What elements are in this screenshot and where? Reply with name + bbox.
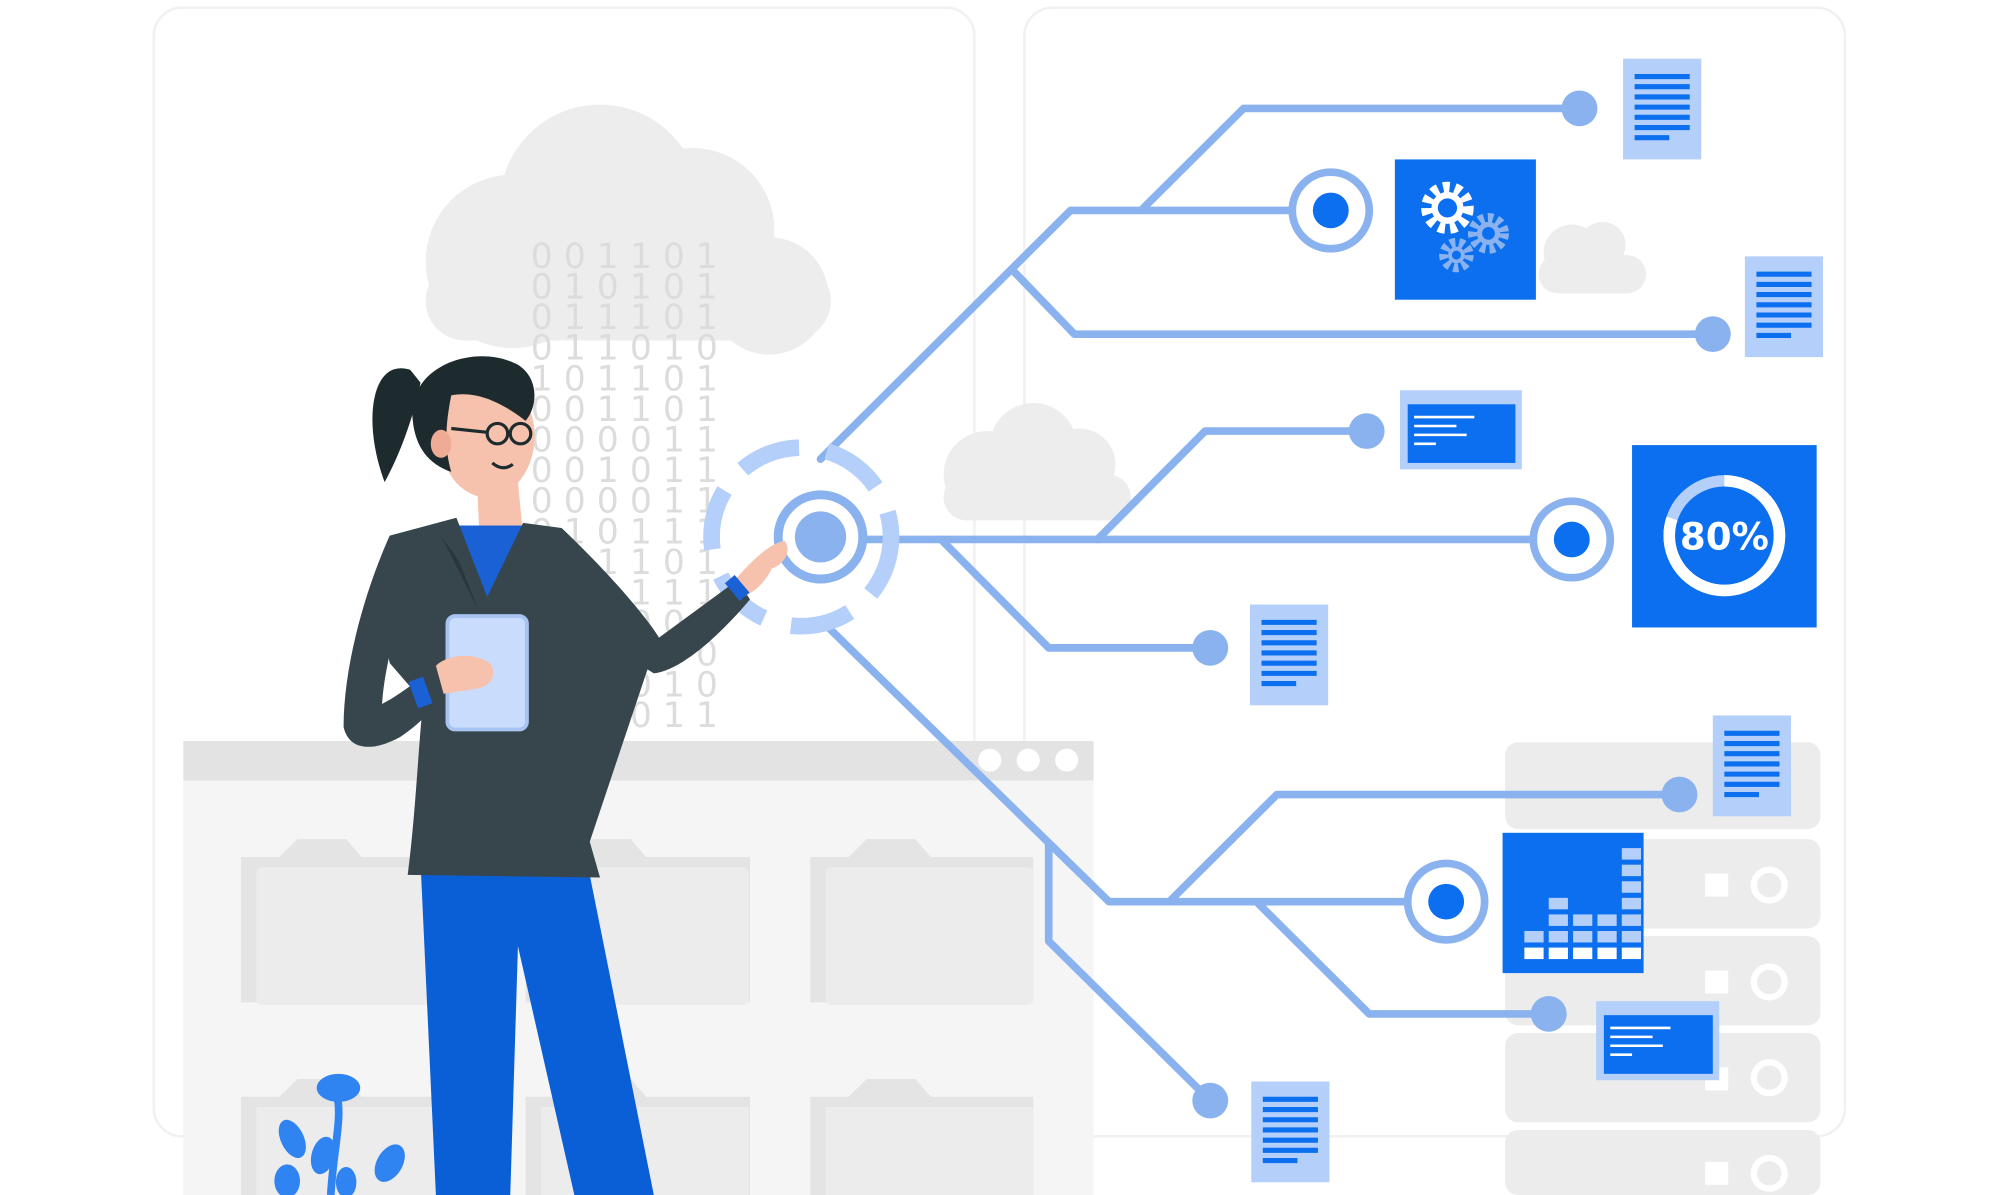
binary-row: 0 0 1 1 0 1 bbox=[531, 390, 718, 430]
equalizer-bars-icon bbox=[1524, 848, 1642, 960]
small-cloud-icon bbox=[943, 403, 1131, 521]
equalizer-bar bbox=[1524, 931, 1544, 960]
folder-icon bbox=[810, 1078, 1034, 1195]
binary-row: 0 0 1 1 0 1 bbox=[531, 237, 718, 277]
binary-row: 0 0 1 0 1 1 bbox=[531, 451, 718, 491]
code-window-icon bbox=[1400, 390, 1522, 470]
network-node bbox=[1694, 316, 1731, 352]
central-touch-node bbox=[703, 439, 900, 635]
cloud-icon bbox=[425, 104, 831, 355]
tiny-cloud-icon bbox=[1538, 221, 1647, 294]
equalizer-bar bbox=[1573, 914, 1593, 960]
pants bbox=[420, 862, 654, 1195]
binary-row: 0 0 0 0 1 1 bbox=[531, 482, 718, 522]
network-node bbox=[1192, 630, 1229, 666]
hand-right bbox=[733, 540, 788, 597]
code-window-icon bbox=[1596, 1001, 1720, 1081]
bar-chart-panel bbox=[1502, 832, 1644, 974]
document-icon bbox=[1712, 715, 1792, 817]
network-node bbox=[1192, 1082, 1229, 1119]
network-lines bbox=[816, 104, 1717, 1105]
woman-figure bbox=[343, 356, 788, 1195]
document-icon bbox=[1251, 1081, 1330, 1183]
gear-icon bbox=[1439, 237, 1474, 273]
equalizer-bar bbox=[1621, 848, 1642, 960]
network-hub-node bbox=[1288, 168, 1374, 253]
network-hub-node bbox=[1403, 859, 1489, 944]
network-node bbox=[1530, 996, 1567, 1032]
document-icon bbox=[1623, 58, 1702, 160]
equalizer-bar bbox=[1548, 897, 1568, 960]
gear-icon bbox=[1421, 181, 1474, 235]
network-node bbox=[1348, 413, 1385, 449]
glasses-icon bbox=[451, 421, 533, 446]
binary-row: 1 0 1 1 0 1 bbox=[531, 359, 718, 399]
settings-panel bbox=[1394, 159, 1536, 300]
document-icon bbox=[1250, 604, 1329, 706]
network-node bbox=[1561, 90, 1598, 127]
gear-icon bbox=[1467, 212, 1509, 254]
progress-gauge-panel: 80% bbox=[1632, 445, 1817, 628]
gauge-arc bbox=[1663, 475, 1786, 597]
binary-row: 0 1 1 1 0 1 bbox=[531, 298, 718, 338]
network-hub-node bbox=[1529, 497, 1615, 582]
gauge-percentage-label: 80% bbox=[1680, 516, 1769, 559]
hair-ponytail bbox=[372, 368, 421, 483]
hand-left bbox=[435, 655, 494, 694]
folder-icon bbox=[810, 839, 1034, 1005]
folder-icon bbox=[241, 839, 477, 1005]
binary-row: 0 1 0 1 0 1 bbox=[531, 268, 718, 308]
document-icon bbox=[1744, 256, 1824, 358]
cuff-left bbox=[408, 676, 433, 709]
binary-row: 0 1 1 0 1 0 bbox=[531, 329, 718, 369]
network-node bbox=[1661, 776, 1698, 813]
cuff-right bbox=[724, 575, 750, 601]
arm-right bbox=[558, 527, 750, 674]
binary-row: 0 0 0 0 1 1 bbox=[531, 421, 718, 461]
plant-icon bbox=[274, 1073, 405, 1195]
equalizer-bar bbox=[1597, 914, 1617, 960]
